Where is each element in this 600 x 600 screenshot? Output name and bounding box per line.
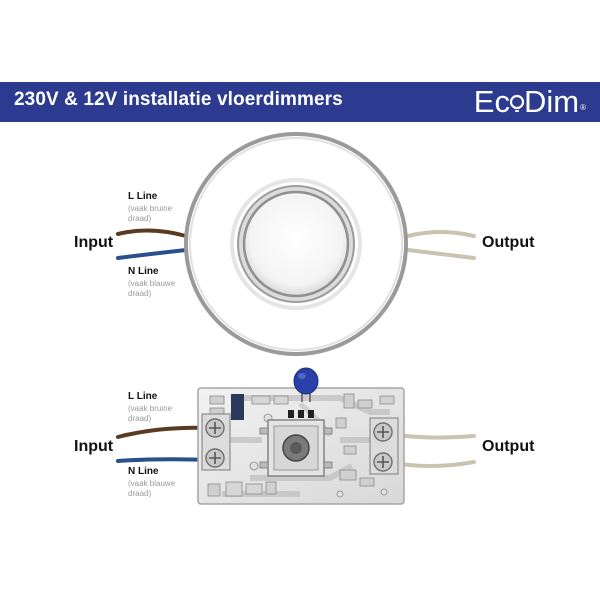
top-output-wire-1 — [406, 230, 476, 238]
logo-text-b: Dim — [523, 84, 580, 119]
top-output-wire-2 — [406, 248, 476, 260]
top-n-line-label: N Line — [128, 266, 159, 277]
dimmer-knob-face — [242, 190, 350, 298]
top-blue-wire — [116, 248, 188, 260]
bottom-n-line-note: (vaak blauwe draad) — [128, 479, 176, 498]
top-brown-wire — [116, 228, 188, 238]
bottom-output-label: Output — [482, 438, 535, 455]
ecodim-logo-bulb-icon — [509, 94, 525, 112]
bottom-l-line-note: (vaak bruine draad) — [128, 404, 173, 423]
top-l-line-label: L Line — [128, 191, 158, 202]
pcb-component-dark — [231, 394, 244, 420]
page-title: 230V & 12V installatie vloerdimmers — [14, 89, 343, 110]
top-n-line-note: (vaak blauwe draad) — [128, 279, 176, 298]
top-output-label: Output — [482, 234, 535, 251]
bottom-l-line-label: L Line — [128, 391, 158, 402]
logo-text-a: Ec — [473, 84, 510, 119]
pcb-potentiometer — [259, 419, 333, 477]
bottom-input-label: Input — [74, 438, 114, 455]
dimmer-knob-shadow — [230, 178, 362, 310]
pcb-traces — [222, 395, 390, 497]
pcb-terminal-left — [201, 413, 231, 471]
pcb-component — [209, 395, 225, 405]
top-input-label: Input — [74, 234, 114, 251]
top-diagram — [116, 132, 476, 356]
top-l-line-note: (vaak bruine draad) — [128, 204, 173, 223]
bottom-n-line-label: N Line — [128, 466, 159, 477]
pcb-blue-capacitor — [293, 367, 319, 402]
pcb-terminal-right — [369, 417, 399, 475]
pcb-chip — [288, 410, 294, 418]
dimmer-outer-ring-inner-edge — [189, 137, 403, 351]
logo-registered-mark: ® — [580, 103, 586, 112]
header-banner: 230V & 12V installatie vloerdimmers Ec Di… — [0, 82, 600, 122]
ecodim-logo: Ec Dim® — [474, 83, 586, 121]
bottom-diagram — [116, 367, 476, 505]
